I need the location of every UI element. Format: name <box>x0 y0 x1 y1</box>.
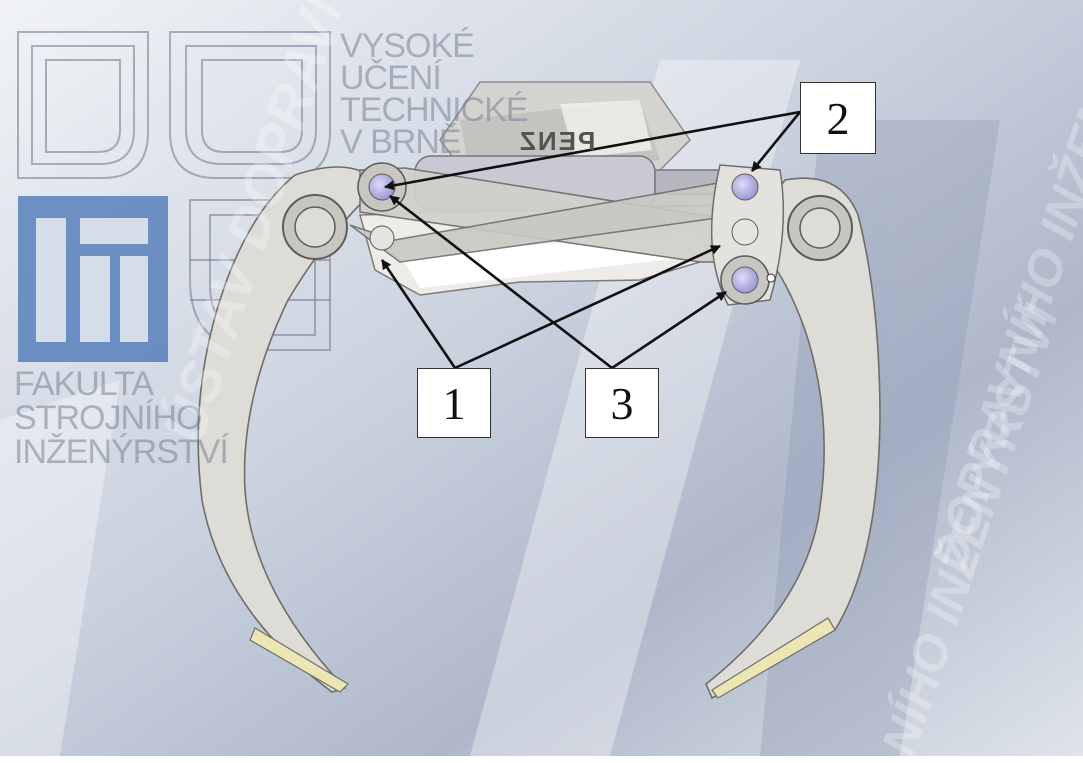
callout-arrows <box>380 110 802 370</box>
logo-line-4: V BRNĚ <box>340 123 462 161</box>
pin-bosses <box>282 162 853 305</box>
brand-plate-text: PENZ <box>518 126 596 156</box>
right-grapple-arm <box>705 177 881 700</box>
logo-line-1: VYSOKÉ <box>340 27 475 65</box>
faculty-line-1: FAKULTA <box>14 365 154 403</box>
logo-line-3: TECHNICKÉ <box>340 91 528 129</box>
callout-2: 2 <box>800 82 876 154</box>
callout-3: 3 <box>585 368 659 438</box>
logo-line-2: UČENÍ <box>340 59 442 97</box>
callout-1: 1 <box>417 368 491 438</box>
fsi-logo-block <box>18 196 168 362</box>
faculty-line-2: STROJNÍHO <box>14 399 202 437</box>
faculty-line-3: INŽENÝRSTVÍ <box>14 433 229 471</box>
